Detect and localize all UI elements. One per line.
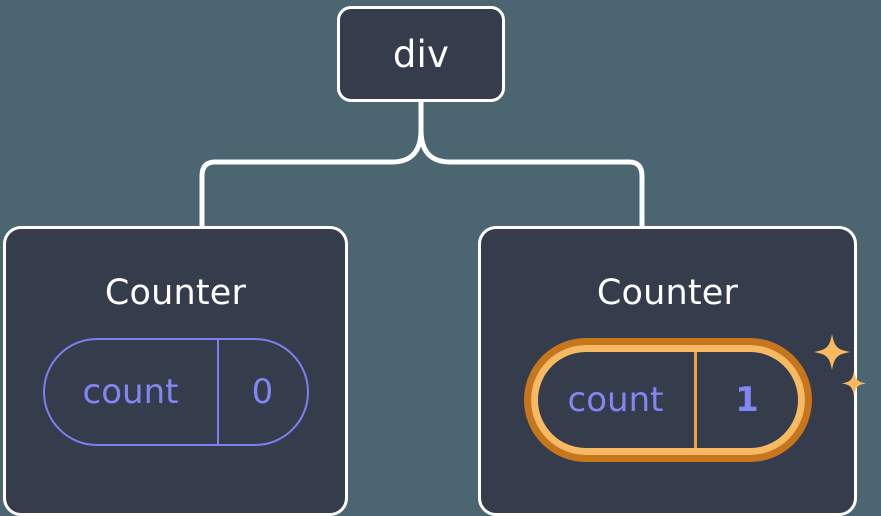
- state-pill-right-key: count: [538, 352, 697, 448]
- node-counter-left-title: Counter: [104, 273, 247, 313]
- sparkles-group: [813, 334, 866, 396]
- node-div[interactable]: div: [337, 6, 505, 102]
- state-pill-right: count 1: [530, 345, 805, 455]
- state-pill-right-highlight-ring[interactable]: count 1: [523, 338, 812, 462]
- state-pill-right-value: 1: [735, 380, 759, 420]
- sparkle-large-icon: [813, 334, 850, 370]
- state-pill-left-value: 0: [251, 372, 274, 412]
- connector-branch-right: [418, 127, 645, 229]
- node-counter-left[interactable]: Counter count 0: [3, 226, 348, 516]
- node-counter-right[interactable]: Counter count 1: [478, 226, 866, 516]
- state-pill-left-wrap: count 0: [42, 338, 309, 446]
- state-pill-left[interactable]: count 0: [42, 338, 309, 446]
- state-pill-left-key: count: [45, 340, 219, 444]
- diagram-canvas: div Counter count 0 Counter count 1: [3, 6, 866, 516]
- node-div-label: div: [392, 32, 450, 76]
- sparkle-small-icon: [841, 371, 866, 396]
- connector-branch-left: [199, 127, 424, 229]
- state-pill-right-wrap: count 1: [523, 334, 866, 462]
- node-counter-right-title: Counter: [596, 273, 739, 313]
